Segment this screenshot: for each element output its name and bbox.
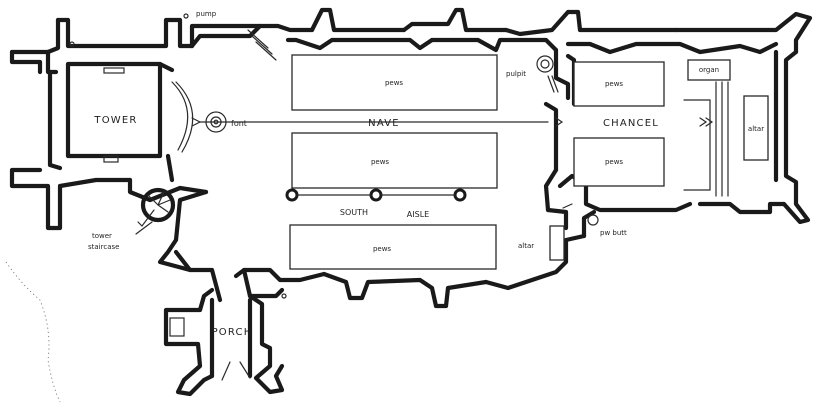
aisle-label: AISLE [407,210,429,219]
pulpit-label: pulpit [506,70,526,78]
east-wall [697,49,811,225]
tower-staircase-label-2: staircase [88,243,119,251]
organ-label: organ [699,66,719,74]
tower-walls [9,17,209,231]
tower-label: TOWER [93,115,137,126]
tower-door [103,155,119,163]
south-label: SOUTH [340,208,368,217]
step-mark [555,117,564,127]
north-door-steps [247,29,277,61]
pw-butt-label: pw butt [600,229,627,237]
chancel-label: CHANCEL [603,118,659,129]
pews-label-chancel-south: pews [605,158,623,166]
altar-label: altar [748,125,764,133]
arcade-columns [285,188,467,202]
tower-window [103,67,125,74]
aisle-altar [549,225,565,261]
tower-staircase [135,187,176,235]
font-label: font [231,119,247,128]
nave-north-pews [291,54,498,111]
aisle-altar-label: altar [518,242,534,250]
font-basin [205,111,227,133]
chancel-arch [543,47,693,213]
porch-bench [169,317,185,337]
north-wall [189,7,813,55]
south-wall [157,189,597,309]
chancel-north-pews [573,61,665,107]
pulpit [536,55,559,93]
altar-rail [683,99,711,191]
nave-label: NAVE [368,118,400,129]
chancel-south-pews [573,137,665,187]
pw-butt-mark [587,214,599,226]
pews-label-nave-north: pews [385,79,403,87]
porch-walls [163,287,285,397]
nave-south-pews [291,132,498,189]
porch-label: PORCH [212,327,253,338]
altar-table [743,95,769,161]
south-aisle-pews [289,224,497,270]
organ-box [687,59,731,81]
pews-label-nave-south: pews [371,158,389,166]
boundary-dotted-line [5,261,61,403]
tower-staircase-label-1: tower [92,232,112,240]
pews-label-aisle: pews [373,245,391,253]
pump-label: pump [196,10,217,18]
tower-arch [171,81,189,151]
pews-label-chancel-north: pews [605,80,623,88]
